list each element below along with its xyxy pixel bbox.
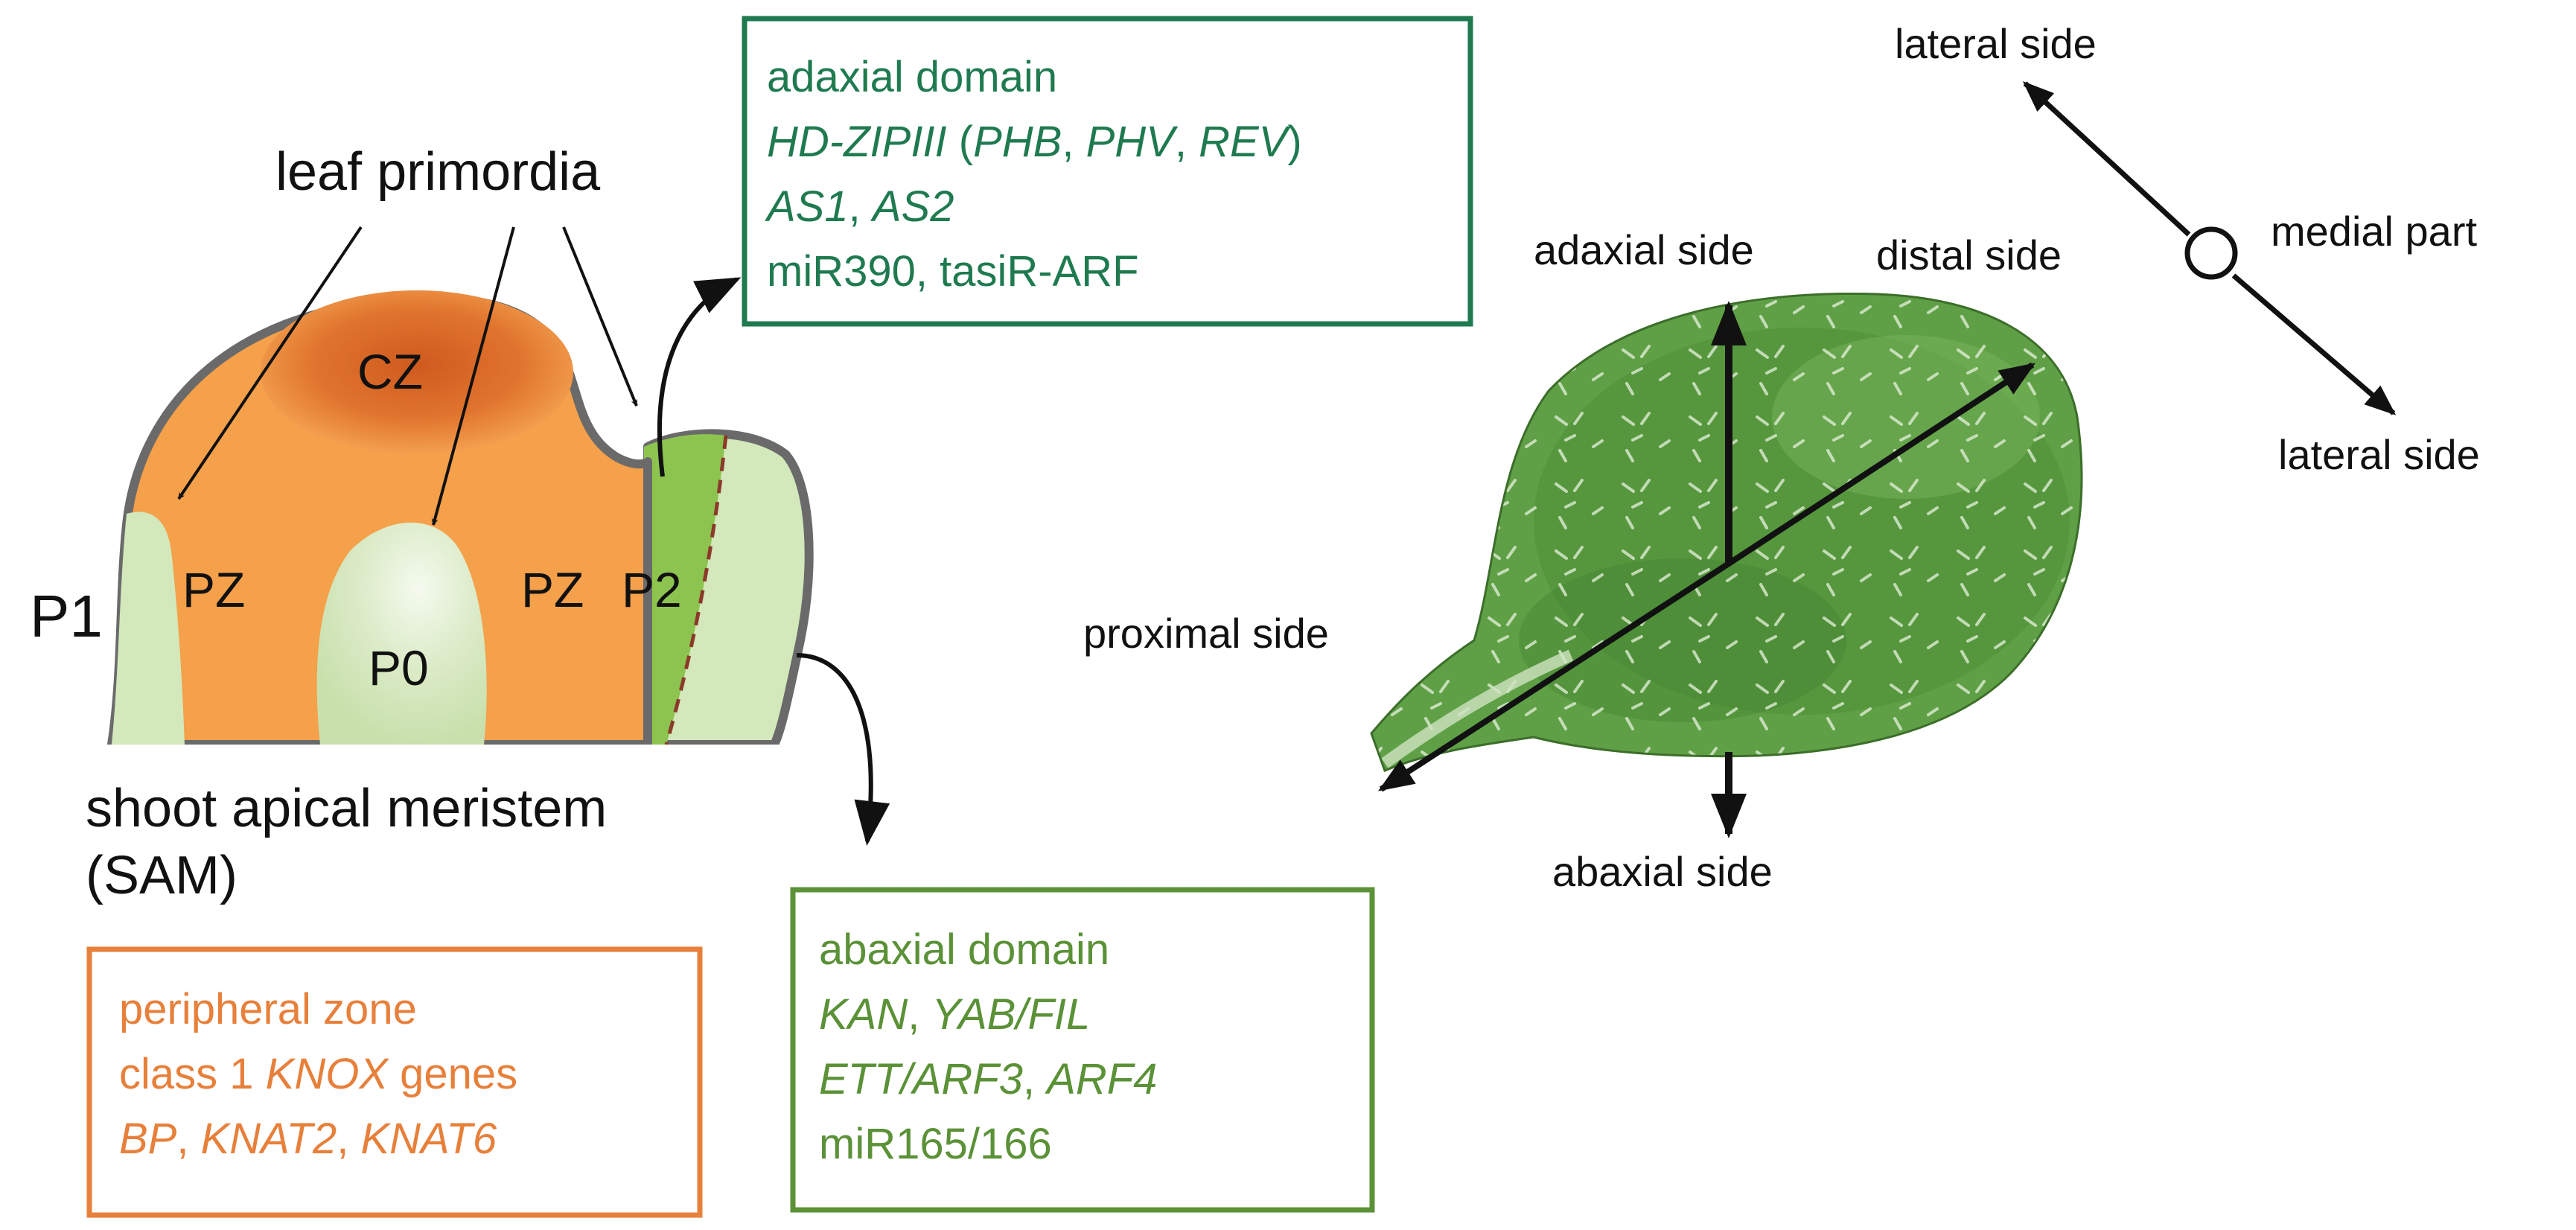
pz-right-label: PZ [521, 562, 584, 617]
text-segment: ETT/ARF3 [819, 1055, 1023, 1103]
text-segment: REV [1199, 118, 1292, 166]
text-segment: , [849, 182, 873, 231]
abaxial-line2: KAN, YAB/FIL [819, 990, 1090, 1039]
text-segment: KAN [819, 990, 908, 1039]
adaxial-side-label: adaxial side [1534, 226, 1754, 273]
peripheral-line2: class 1 KNOX genes [119, 1050, 517, 1098]
lateral-arrow-upper [2022, 81, 2191, 237]
abaxial-line1: abaxial domain [819, 925, 1109, 974]
primordia-arrow-left [177, 226, 363, 500]
proximal-side-label: proximal side [1083, 610, 1329, 657]
leaf-primordia-label: leaf primordia [275, 142, 601, 202]
sam-title-line2: (SAM) [86, 846, 237, 905]
lateral-medial-axis: lateral side lateral side medial part [1895, 20, 2480, 478]
text-segment: KNAT2 [201, 1115, 337, 1163]
text-segment: , [176, 1115, 200, 1163]
text-segment: YAB/FIL [932, 990, 1091, 1039]
lateral-side-top-label: lateral side [1895, 20, 2097, 67]
leaf-illustration: adaxial side abaxial side distal side pr… [1083, 226, 2083, 895]
text-segment: ) [1287, 118, 1301, 166]
central-zone [261, 290, 573, 454]
lateral-arrow-lower [2231, 273, 2397, 415]
proximal-distal-axis [1729, 362, 2036, 565]
adaxial-domain-box: adaxial domain HD-ZIPIII (PHB, PHV, REV)… [742, 16, 1473, 327]
adaxial-line2: HD-ZIPIII (PHB, PHV, REV) [767, 118, 1302, 166]
curve-arrow-to-abaxial [796, 653, 890, 846]
text-segment: PHB [973, 118, 1062, 166]
distal-side-label: distal side [1876, 232, 2062, 278]
text-segment: , [908, 990, 931, 1039]
leaf-outline [1370, 293, 2083, 772]
text-segment: BP [119, 1115, 177, 1163]
text-segment: genes [388, 1050, 517, 1098]
text-segment: KNAT6 [360, 1115, 497, 1163]
adaxial-line3: AS1, AS2 [765, 182, 954, 231]
text-segment: HD-ZIPIII [767, 118, 947, 166]
adaxial-line1: adaxial domain [767, 53, 1057, 101]
text-segment: , [1023, 1055, 1047, 1103]
curve-arrow-to-adaxial [657, 277, 742, 477]
p1-primordium [112, 512, 185, 745]
text-segment: , [337, 1115, 360, 1163]
cz-label: CZ [357, 344, 423, 399]
text-segment: class 1 [119, 1050, 266, 1098]
text-segment: PHV [1086, 118, 1179, 166]
primordia-arrow-middle [431, 226, 515, 526]
sam-illustration: leaf primordia CZ PZ PZ P0 P1 P2 shoot a… [30, 142, 890, 905]
abaxial-line4: miR165/166 [819, 1120, 1052, 1168]
peripheral-line3: BP, KNAT2, KNAT6 [119, 1115, 497, 1163]
pz-left-label: PZ [182, 562, 245, 617]
lateral-side-bottom-label: lateral side [2278, 431, 2480, 478]
text-segment: , [1062, 118, 1085, 166]
proximal-arrow [1377, 559, 1733, 792]
p2-boundary-dashed [664, 435, 728, 745]
abaxial-side-label: abaxial side [1552, 848, 1773, 895]
peripheral-line1: peripheral zone [119, 985, 417, 1033]
primordia-arrow-right [562, 226, 638, 407]
adaxial-line4: miR390, tasiR-ARF [767, 247, 1139, 296]
p2-adaxial-strip [640, 434, 726, 745]
abaxial-domain-box: abaxial domain KAN, YAB/FIL ETT/ARF3, AR… [790, 887, 1375, 1213]
sam-title-line1: shoot apical meristem [86, 779, 607, 838]
text-segment: AS1 [765, 182, 849, 231]
abaxial-line3: ETT/ARF3, ARF4 [819, 1055, 1157, 1103]
peripheral-zone-box: peripheral zone class 1 KNOX genes BP, K… [86, 946, 703, 1218]
p0-label: P0 [369, 640, 429, 695]
medial-part-label: medial part [2271, 208, 2477, 255]
text-segment: ( [947, 118, 973, 166]
text-segment: , [1175, 118, 1199, 166]
text-segment: AS2 [870, 182, 954, 231]
p2-label: P2 [622, 562, 682, 617]
p1-label: P1 [30, 583, 103, 649]
text-segment: KNOX [266, 1050, 390, 1098]
text-segment: ARF4 [1045, 1055, 1157, 1103]
p0-primordium [316, 522, 487, 745]
medial-part-circle [2184, 226, 2238, 280]
